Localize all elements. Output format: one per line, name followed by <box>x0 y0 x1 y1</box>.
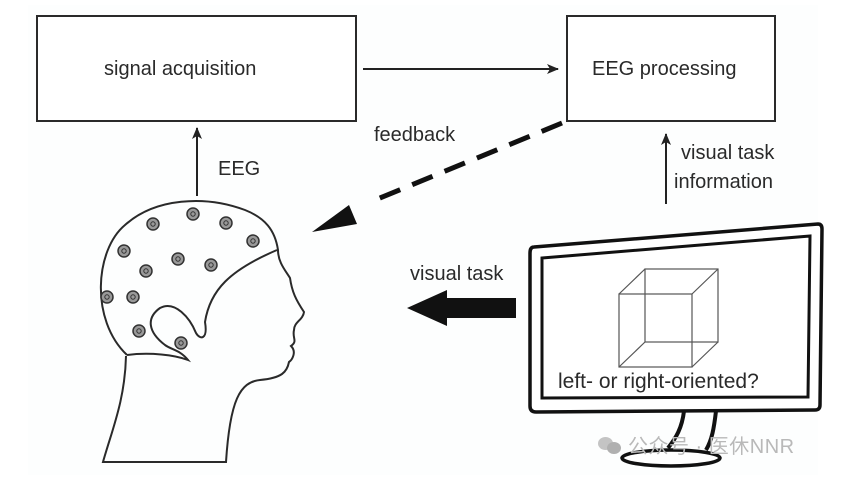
watermark: 公众号 · 医休NNR <box>598 430 795 459</box>
necker-cube <box>618 268 719 368</box>
electrode <box>171 252 185 266</box>
monitor-frame <box>528 222 824 414</box>
feedback-label: feedback <box>374 124 456 146</box>
monitor-stand <box>666 410 718 452</box>
signal-acquisition-label: signal acquisition <box>104 58 257 80</box>
electrode <box>219 216 233 230</box>
eeg-processing-label: EEG processing <box>592 58 737 80</box>
electrode <box>117 244 131 258</box>
watermark-text: 公众号 · 医休NNR <box>628 436 795 458</box>
signal-acquisition-box <box>36 15 357 122</box>
visual-task-information-label-line1: visual task <box>681 142 775 164</box>
electrode <box>126 290 140 304</box>
monitor-base <box>620 448 722 468</box>
electrode <box>174 336 188 350</box>
visual-task-information-label-line2: information <box>674 171 773 193</box>
electrode <box>146 217 160 231</box>
head-illustration <box>99 200 306 463</box>
visual-task-label: visual task <box>410 263 504 285</box>
monitor-screen <box>540 234 812 400</box>
electrode <box>132 324 146 338</box>
monitor-illustration <box>528 222 824 468</box>
eeg-processing-box <box>566 15 776 122</box>
monitor-question: left- or right-oriented? <box>558 370 759 393</box>
electrode <box>139 264 153 278</box>
electrode <box>100 290 114 304</box>
electrode <box>186 207 200 221</box>
electrode <box>204 258 218 272</box>
eeg-electrodes <box>100 207 260 350</box>
feedback-arrowhead <box>312 205 357 232</box>
wechat-icon <box>598 435 622 455</box>
visual-task-arrow <box>407 290 516 326</box>
eeg-label: EEG <box>218 158 261 180</box>
electrode <box>246 234 260 248</box>
